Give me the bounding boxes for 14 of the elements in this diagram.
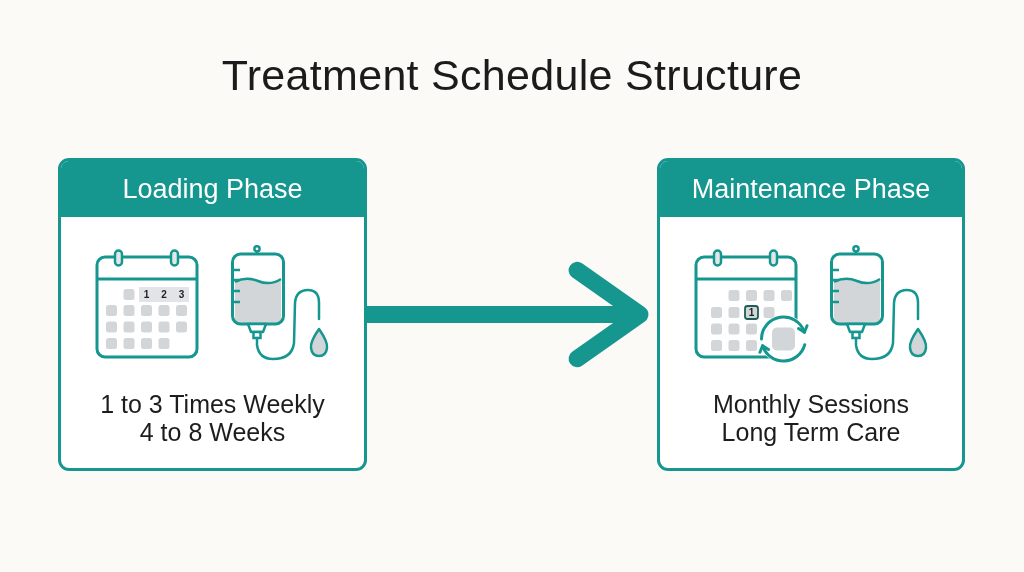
- day-number: 1: [747, 307, 756, 318]
- schedule-text: Monthly Sessions: [713, 390, 909, 418]
- card-header: Maintenance Phase: [660, 161, 962, 217]
- day-number: 2: [160, 289, 168, 300]
- diagram-title: Treatment Schedule Structure: [221, 50, 803, 100]
- schedule-text: Long Term Care: [721, 418, 901, 446]
- day-number: 3: [177, 289, 186, 300]
- phase-card: [657, 158, 965, 471]
- card-header: Loading Phase: [61, 161, 364, 217]
- phase-card: [58, 158, 367, 471]
- schedule-text: 1 to 3 Times Weekly: [100, 390, 325, 418]
- day-number: 1: [142, 289, 151, 300]
- arrow: [366, 261, 649, 368]
- schedule-text: 4 to 8 Weeks: [139, 418, 286, 446]
